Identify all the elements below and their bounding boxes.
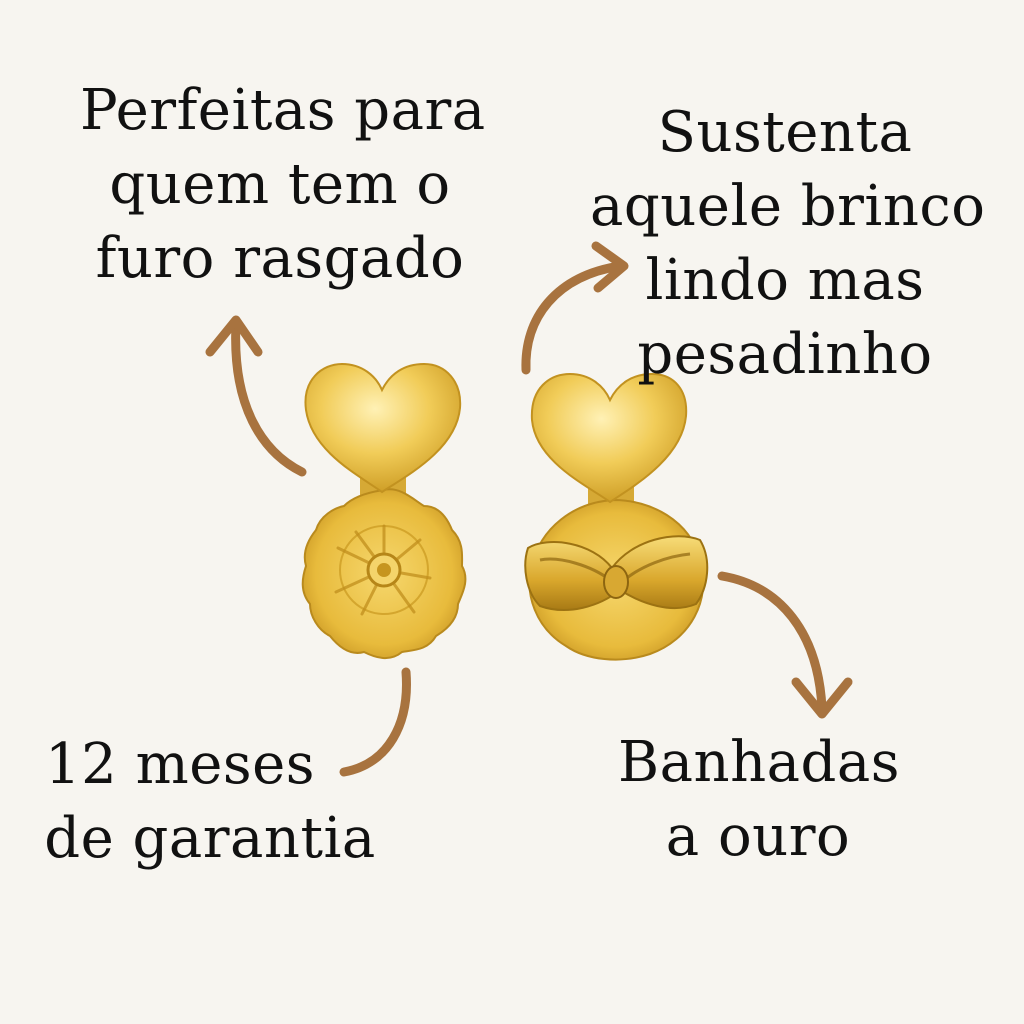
curved-arrow-icon-top-left bbox=[205, 315, 307, 477]
caption-line: pesadinho bbox=[637, 322, 933, 387]
caption-line: quem tem o bbox=[109, 152, 451, 217]
caption-line: Banhadas bbox=[618, 730, 901, 795]
caption-line: furo rasgado bbox=[95, 226, 465, 291]
left-heart bbox=[304, 362, 462, 494]
curved-arrow-icon-bottom-left bbox=[339, 667, 411, 777]
caption-torn-hole: Perfeitas para quem tem o furo rasgado bbox=[80, 74, 486, 296]
right-heart bbox=[530, 372, 688, 504]
caption-line: de garantia bbox=[44, 806, 376, 871]
right-earring-back-icon bbox=[524, 372, 709, 661]
curved-arrow-icon-bottom-right bbox=[717, 571, 853, 719]
caption-line: 12 meses bbox=[45, 732, 315, 797]
left-earring-back-icon bbox=[301, 362, 467, 659]
caption-line: aquele brinco bbox=[590, 174, 986, 239]
caption-line: Perfeitas para bbox=[80, 78, 486, 143]
curved-arrow-icon-top-right bbox=[521, 241, 629, 375]
caption-warranty: 12 meses de garantia bbox=[40, 728, 380, 876]
caption-line: lindo mas bbox=[645, 248, 925, 313]
caption-gold-plated: Banhadas a ouro bbox=[618, 726, 901, 874]
caption-line: a ouro bbox=[665, 804, 851, 869]
caption-heavy-earring: Sustenta aquele brinco lindo mas pesadin… bbox=[590, 96, 986, 392]
caption-line: Sustenta bbox=[657, 100, 913, 165]
